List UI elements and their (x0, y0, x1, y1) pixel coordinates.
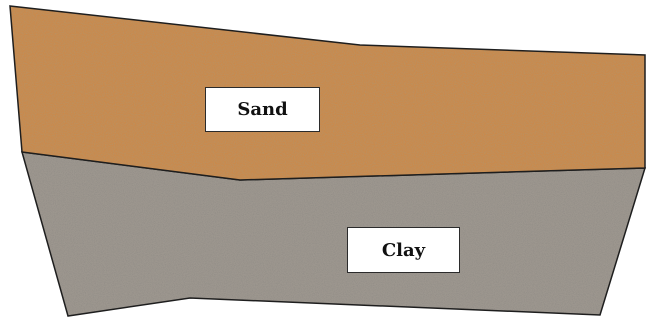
clay-label: Clay (347, 227, 460, 273)
sand-layer (10, 6, 645, 180)
sand-label: Sand (205, 87, 320, 132)
